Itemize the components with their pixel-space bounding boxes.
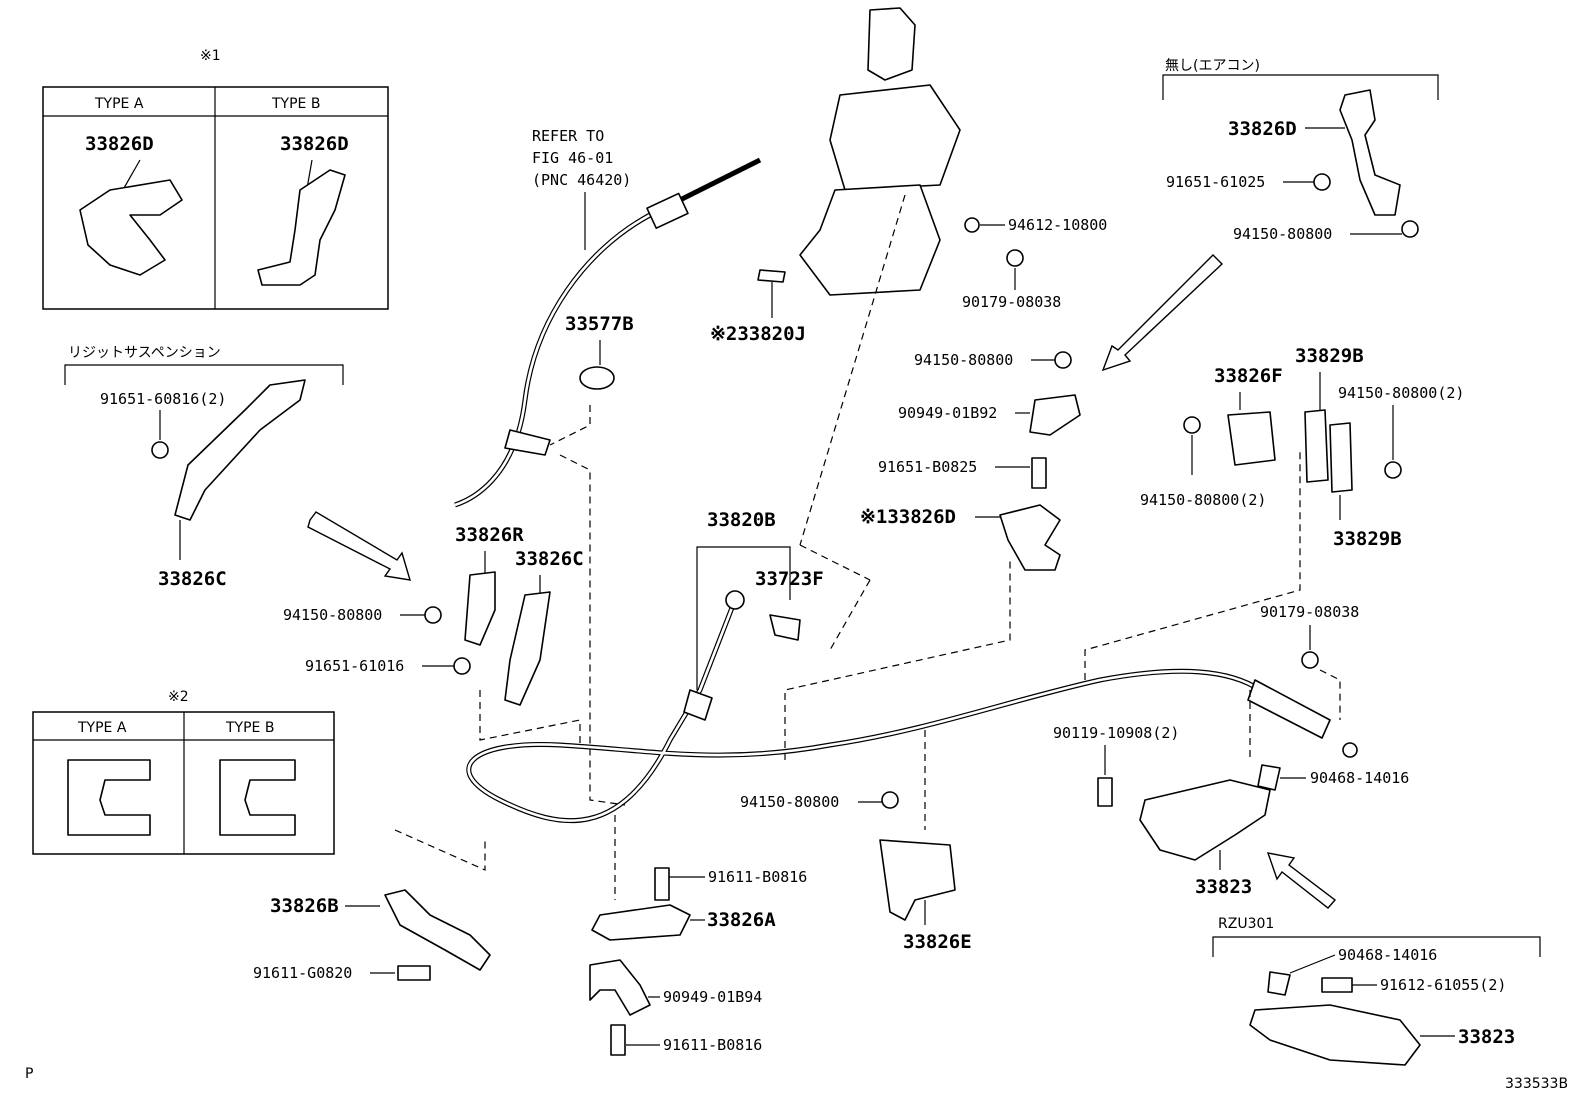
label-90179-08038-top: 90179-08038 bbox=[962, 293, 1061, 311]
label-91651-60816: 91651-60816(2) bbox=[100, 390, 226, 408]
refer-line3: (PNC 46420) bbox=[532, 171, 631, 189]
label-91651-61025: 91651-61025 bbox=[1166, 173, 1265, 191]
clip-90949-01b94 bbox=[589, 959, 651, 1016]
label-94150-80800-2b: 94150-80800(2) bbox=[1338, 384, 1464, 402]
bracket-33826d-top bbox=[1339, 89, 1401, 216]
bracket-33826r bbox=[464, 571, 496, 646]
bracket-33826d-mid bbox=[999, 504, 1061, 571]
cable-end-adjuster bbox=[1247, 679, 1331, 739]
clip-33820j bbox=[757, 269, 786, 283]
clip-type-b bbox=[219, 759, 296, 836]
direction-arrow-lower-right bbox=[1266, 852, 1337, 909]
clip-type-a bbox=[67, 759, 151, 836]
label-33823-top: 33823 bbox=[1195, 876, 1252, 898]
refer-line1: REFER TO bbox=[532, 127, 604, 145]
label-33826d-mid: ※133826D bbox=[860, 506, 956, 528]
bracket-33823-top bbox=[1139, 779, 1271, 861]
label-94612-10800: 94612-10800 bbox=[1008, 216, 1107, 234]
direction-arrow-left bbox=[307, 511, 411, 581]
bracket-33826f bbox=[1227, 411, 1276, 466]
note2-table: TYPE A TYPE B bbox=[32, 711, 335, 855]
label-90119-10908: 90119-10908(2) bbox=[1053, 724, 1179, 742]
label-94150-80800-top: 94150-80800 bbox=[1233, 225, 1332, 243]
label-33826f: 33826F bbox=[1214, 365, 1283, 387]
header-no-ac: 無し(エアコン) bbox=[1165, 58, 1260, 74]
note1-mark: ※1 bbox=[200, 48, 221, 64]
label-94150-80800-mid: 94150-80800 bbox=[914, 351, 1013, 369]
bushing-33723f bbox=[769, 614, 801, 641]
clip-90468-14016-top bbox=[1257, 764, 1281, 791]
note1-part-a: 33826D bbox=[85, 133, 154, 155]
label-33820b: 33820B bbox=[707, 509, 776, 531]
bracket-33826a bbox=[591, 904, 691, 941]
label-90468-14016-top: 90468-14016 bbox=[1310, 769, 1409, 787]
note2-type-a: TYPE A bbox=[77, 720, 127, 736]
label-91651-61016: 91651-61016 bbox=[305, 657, 404, 675]
header-rigid: リジットサスペンション bbox=[68, 345, 221, 361]
note1-type-a: TYPE A bbox=[94, 96, 144, 112]
bracket-33826b bbox=[384, 889, 491, 971]
clip-90468-14016-bottom bbox=[1267, 971, 1291, 996]
note1-table: TYPE A TYPE B 33826D 33826D bbox=[42, 86, 389, 310]
label-94150-80800-lower: 94150-80800 bbox=[740, 793, 839, 811]
note1-part-b: 33826D bbox=[280, 133, 349, 155]
grommet-33577b bbox=[579, 366, 615, 390]
note2-type-b: TYPE B bbox=[225, 720, 274, 736]
label-33826d-top: 33826D bbox=[1228, 118, 1297, 140]
label-90179-08038-bottom: 90179-08038 bbox=[1260, 603, 1359, 621]
label-91611-g0820: 91611-G0820 bbox=[253, 964, 352, 982]
refer-line2: FIG 46-01 bbox=[532, 149, 613, 167]
header-rzu301: RZU301 bbox=[1218, 916, 1274, 932]
label-33577b: 33577B bbox=[565, 313, 634, 335]
label-90468-14016-bottom: 90468-14016 bbox=[1338, 946, 1437, 964]
label-33820j: ※233820J bbox=[710, 323, 806, 345]
bracket-33826c-mid bbox=[504, 591, 551, 706]
label-33826a: 33826A bbox=[707, 909, 776, 931]
label-33829b-top: 33829B bbox=[1295, 345, 1364, 367]
note2-mark: ※2 bbox=[168, 689, 189, 705]
label-33829b-bottom: 33829B bbox=[1333, 528, 1402, 550]
label-33723f: 33723F bbox=[755, 568, 824, 590]
label-91612-61055: 91612-61055(2) bbox=[1380, 976, 1506, 994]
bracket-33826d-type-b bbox=[257, 169, 346, 286]
label-91651-b0825: 91651-B0825 bbox=[878, 458, 977, 476]
label-33826r: 33826R bbox=[455, 524, 524, 546]
label-33826c-left: 33826C bbox=[158, 568, 227, 590]
note1-type-b: TYPE B bbox=[271, 96, 320, 112]
clamp-33829b-bottom bbox=[1329, 422, 1353, 493]
bracket-33826c-rigid bbox=[174, 379, 306, 521]
label-33826b: 33826B bbox=[270, 895, 339, 917]
label-90949-01b94: 90949-01B94 bbox=[663, 988, 762, 1006]
shift-cable-33820b bbox=[454, 157, 1358, 824]
footer-left: P bbox=[25, 1066, 33, 1082]
direction-arrow-upper-right bbox=[1101, 254, 1224, 372]
clip-90949-01b92 bbox=[1029, 394, 1081, 436]
label-33823-bottom: 33823 bbox=[1458, 1026, 1515, 1048]
clamp-33829b-top bbox=[1304, 409, 1329, 483]
bracket-33826e bbox=[879, 839, 956, 921]
grommet-plate bbox=[504, 429, 551, 456]
footer-right: 333533B bbox=[1505, 1076, 1568, 1092]
bracket-33826d-type-a bbox=[79, 179, 183, 276]
label-94150-80800-2a: 94150-80800(2) bbox=[1140, 491, 1266, 509]
shift-lever-assembly bbox=[799, 7, 961, 651]
bracket-33823-bottom bbox=[1249, 1004, 1421, 1066]
label-33826c-mid: 33826C bbox=[515, 548, 584, 570]
label-91611-b0816-top: 91611-B0816 bbox=[708, 868, 807, 886]
label-91611-b0816-bottom: 91611-B0816 bbox=[663, 1036, 762, 1054]
label-33826e: 33826E bbox=[903, 931, 972, 953]
label-94150-80800-left: 94150-80800 bbox=[283, 606, 382, 624]
label-90949-01b92: 90949-01B92 bbox=[898, 404, 997, 422]
